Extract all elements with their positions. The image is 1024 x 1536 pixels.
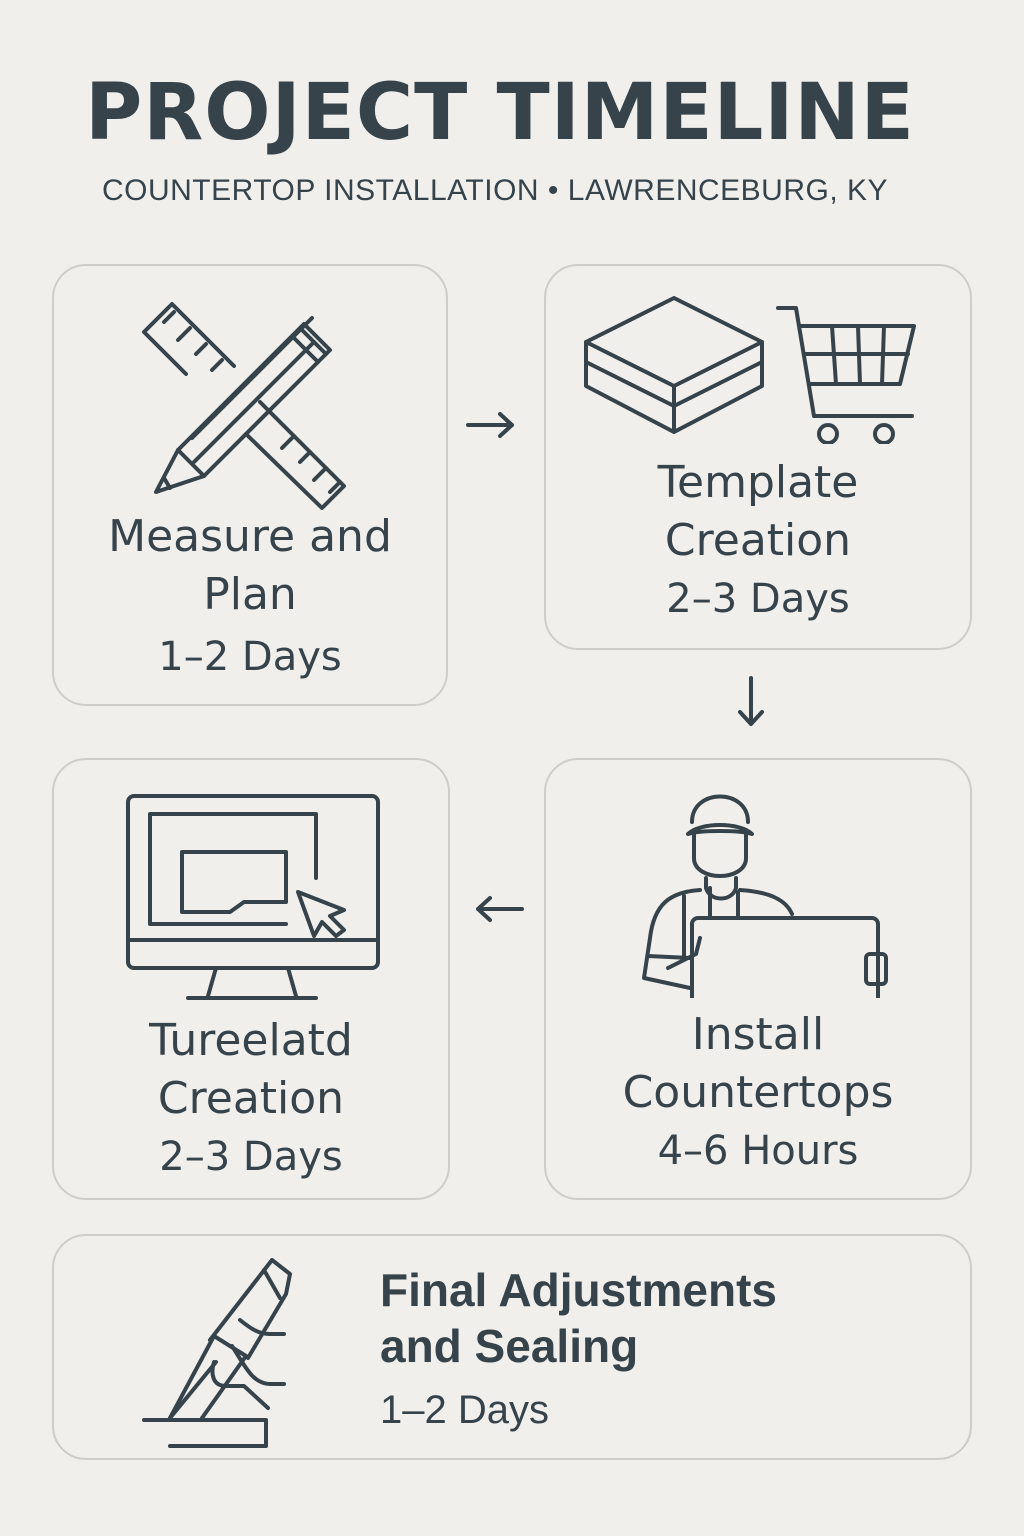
step-duration: 2–3 Days [159,1134,343,1180]
page-title: PROJECT TIMELINE [85,68,915,158]
step-name-line1: Template [657,457,859,508]
step-name-line2: Creation [157,1073,345,1124]
step-card-final-adjustments: Final Adjustments and Sealing 1–2 Days [52,1234,972,1460]
step-name-line1: Final Adjustments [380,1264,777,1316]
step-name-line2: Creation [664,515,852,566]
caulk-gun-hand-icon [140,1258,350,1448]
step-name-line1: Measure and [108,511,392,562]
step-card-template-creation: Template Creation 2–3 Days [544,264,972,650]
worker-holding-slab-icon [640,778,890,998]
monitor-cursor-icon [124,792,384,1002]
arrow-left-icon [472,892,526,930]
step-card-measure-and-plan: Measure and Plan 1–2 Days [52,264,448,706]
step-card-tureelatd-creation: Tureelatd Creation 2–3 Days [52,758,450,1200]
step-name-line1: Tureelatd [149,1015,353,1066]
page-subtitle: COUNTERTOP INSTALLATION • LAWRENCEBURG, … [101,174,889,207]
slabs-and-cart-icon [582,294,922,444]
step-name-line1: Install [691,1009,825,1060]
step-duration: 1–2 Days [380,1388,549,1432]
step-duration: 1–2 Days [158,634,342,680]
step-name-line2: Plan [203,569,297,620]
arrow-right-icon [464,408,518,446]
step-duration: 2–3 Days [666,576,850,622]
step-name-line2: and Sealing [380,1320,639,1372]
ruler-pencil-icon [134,292,364,512]
step-name-line2: Countertops [622,1067,894,1118]
arrow-down-icon [734,674,768,734]
step-card-install-countertops: Install Countertops 4–6 Hours [544,758,972,1200]
step-duration: 4–6 Hours [657,1128,859,1174]
